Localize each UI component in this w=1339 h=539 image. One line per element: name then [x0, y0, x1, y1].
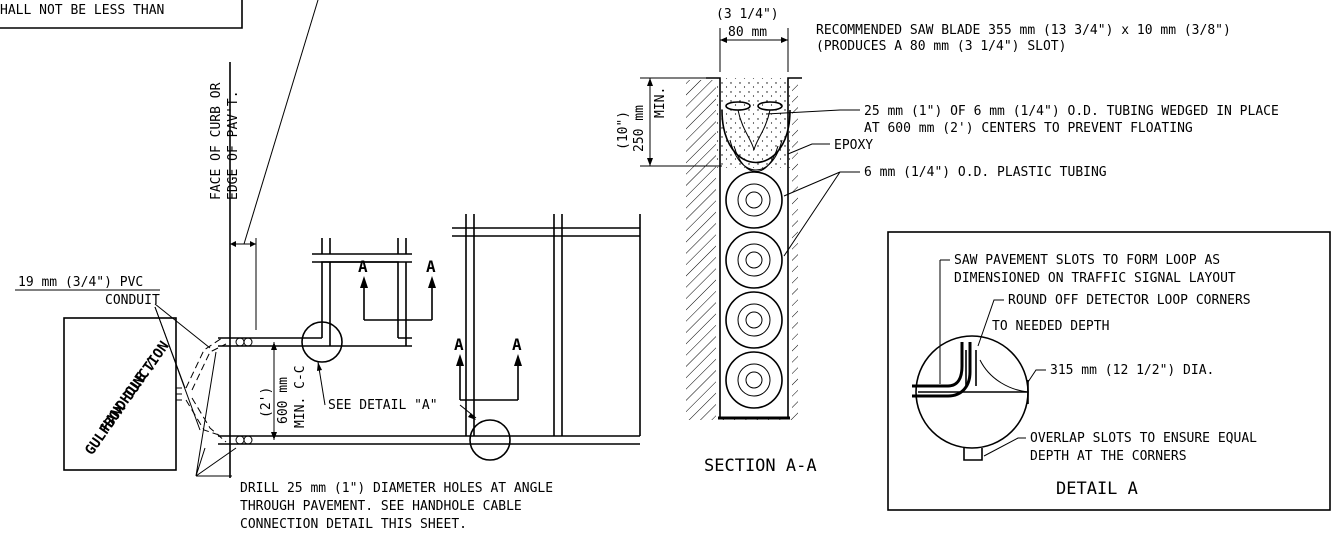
section-cut-line-2: [459, 358, 519, 401]
handhole-label-2: GULFBOX JUNCTION: [82, 339, 172, 459]
offset-arrows: [230, 241, 256, 247]
coil-1-outer: [725, 171, 783, 229]
face-curb-label-2: EDGE OF PAV'T.: [226, 90, 241, 200]
conduit-leader-1: [154, 303, 211, 349]
detail-note1-line2: DIMENSIONED ON TRAFFIC SIGNAL LAYOUT: [954, 271, 1236, 286]
face-of-curb: FACE OF CURB OR EDGE OF PAV'T.: [209, 62, 257, 478]
see-detail-leader-2: [459, 404, 477, 419]
detail-slot-left: [912, 342, 964, 388]
depth-min: MIN.: [653, 87, 668, 118]
tubing-leaders: [783, 171, 860, 257]
conduit-label-line2: CONDUIT: [105, 293, 160, 308]
tubing-wedge-body: [737, 109, 771, 151]
see-detail-callouts: SEE DETAIL "A": [317, 361, 477, 420]
width-metric: 80 mm: [728, 25, 767, 40]
detail-note3-line1: OVERLAP SLOTS TO ENSURE EQUAL: [1030, 431, 1257, 446]
section-mark-1a: A: [358, 257, 368, 276]
conduit-leader-3: [154, 306, 186, 389]
detail-leader-3: [1027, 369, 1046, 383]
conduit-run-upper: [185, 337, 227, 391]
detail-rounded-corner: [979, 359, 1029, 393]
face-curb-label-1: FACE OF CURB OR: [209, 82, 224, 200]
coil-4-outer: [725, 351, 783, 409]
wedge-note-1: 25 mm (1") OF 6 mm (1/4") O.D. TUBING WE…: [864, 104, 1279, 119]
conduit-run-lower: [185, 397, 227, 443]
epoxy-leader: [787, 143, 830, 155]
conduit-label: 19 mm (3/4") PVC CONDUIT: [15, 275, 211, 431]
depth-imperial: (10"): [616, 111, 631, 150]
section-cut-1: A A: [358, 257, 436, 321]
wedge-leader: [765, 109, 860, 115]
coil-4-inner: [745, 371, 763, 389]
section-title: SECTION A-A: [704, 456, 817, 476]
drill-note-line1: DRILL 25 mm (1") DIAMETER HOLES AT ANGLE: [240, 481, 553, 496]
section-mark-2b: A: [512, 335, 522, 354]
spacing-metric: 600 mm: [276, 377, 291, 424]
plastic-tubing-note: 6 mm (1/4") O.D. PLASTIC TUBING: [864, 165, 1107, 180]
section-mark-1b: A: [426, 257, 436, 276]
large-loop-grid: [452, 214, 641, 436]
coil-2-mid: [737, 243, 771, 277]
conduit-stubs: [176, 387, 182, 401]
width-imperial: (3 1/4"): [716, 7, 779, 22]
section-cut-2: A A: [454, 335, 522, 401]
detail-slot-left-2: [912, 342, 972, 398]
coil-1-inner: [745, 191, 763, 209]
blade-note-1: RECOMMENDED SAW BLADE 355 mm (13 3/4") x…: [816, 23, 1231, 38]
note-leader: [243, 0, 319, 245]
depth-metric: 250 mm: [632, 105, 647, 152]
detail-note1-line1: SAW PAVEMENT SLOTS TO FORM LOOP AS: [954, 253, 1220, 268]
drill-note-line3: CONNECTION DETAIL THIS SHEET.: [240, 517, 467, 532]
note-fragment-text: HALL NOT BE LESS THAN: [0, 3, 164, 18]
detail-leader-4: [983, 437, 1026, 457]
section-mark-2a: A: [454, 335, 464, 354]
epoxy-note: EPOXY: [834, 138, 873, 153]
detail-a-frame: [887, 231, 1331, 511]
coil-4-mid: [737, 363, 771, 397]
blade-note-2: (PRODUCES A 80 mm (3 1/4") SLOT): [816, 39, 1066, 54]
wedge-note-2: AT 600 mm (2') CENTERS TO PREVENT FLOATI…: [864, 121, 1193, 136]
coil-3-outer: [725, 291, 783, 349]
tubing-coils: [725, 171, 783, 409]
section-arrows-2: [456, 354, 522, 366]
see-detail-arrow-1: [317, 362, 322, 371]
drill-hole-2: [235, 337, 245, 347]
detail-slots: [918, 350, 1028, 393]
detail-overlap-stub: [963, 448, 983, 461]
drill-hole-1: [243, 337, 253, 347]
detail-diameter: 315 mm (12 1/2") DIA.: [1050, 363, 1214, 378]
spacing-dimension: (2') 600 mm MIN. C-C: [259, 342, 308, 440]
epoxy-cup: [721, 109, 791, 164]
detail-a-circle-1: [301, 321, 343, 363]
coil-3-inner: [745, 311, 763, 329]
detail-a-circle-2: [469, 419, 511, 461]
loop-plan: A A A A (2') 600 mm MIN. C-C SEE DETAIL …: [195, 214, 641, 477]
drill-hole-4: [235, 435, 245, 445]
detail-note3-line2: DEPTH AT THE CORNERS: [1030, 449, 1187, 464]
conduit-label-line1: 19 mm (3/4") PVC: [18, 275, 143, 290]
sealant-fill: [716, 78, 792, 168]
coil-3-mid: [737, 303, 771, 337]
detail-a: SAW PAVEMENT SLOTS TO FORM LOOP AS DIMEN…: [887, 231, 1331, 511]
detail-note2-line1: ROUND OFF DETECTOR LOOP CORNERS: [1008, 293, 1251, 308]
drill-hole-3: [243, 435, 253, 445]
coil-2-inner: [745, 251, 763, 269]
detail-note2-line2: TO NEEDED DEPTH: [992, 319, 1109, 334]
detail-leader-2: [977, 299, 1004, 347]
note-box-fragment: HALL NOT BE LESS THAN: [0, 0, 243, 29]
coil-2-outer: [725, 231, 783, 289]
spacing-imperial: (2'): [259, 387, 274, 418]
width-arrows: [720, 37, 788, 43]
section-a-a: (3 1/4") 80 mm (10") 250 mm MIN. RECOMME…: [616, 7, 1279, 476]
see-detail-1: SEE DETAIL "A": [328, 398, 438, 413]
coil-1-mid: [737, 183, 771, 217]
detail-title: DETAIL A: [1056, 479, 1138, 499]
small-loop-grid: [312, 238, 412, 347]
spacing-min: MIN. C-C: [293, 365, 308, 428]
drill-note-line2: THROUGH PAVEMENT. SEE HANDHOLE CABLE: [240, 499, 522, 514]
drill-leaders: [195, 351, 237, 477]
see-detail-arrow-2: [468, 413, 476, 420]
